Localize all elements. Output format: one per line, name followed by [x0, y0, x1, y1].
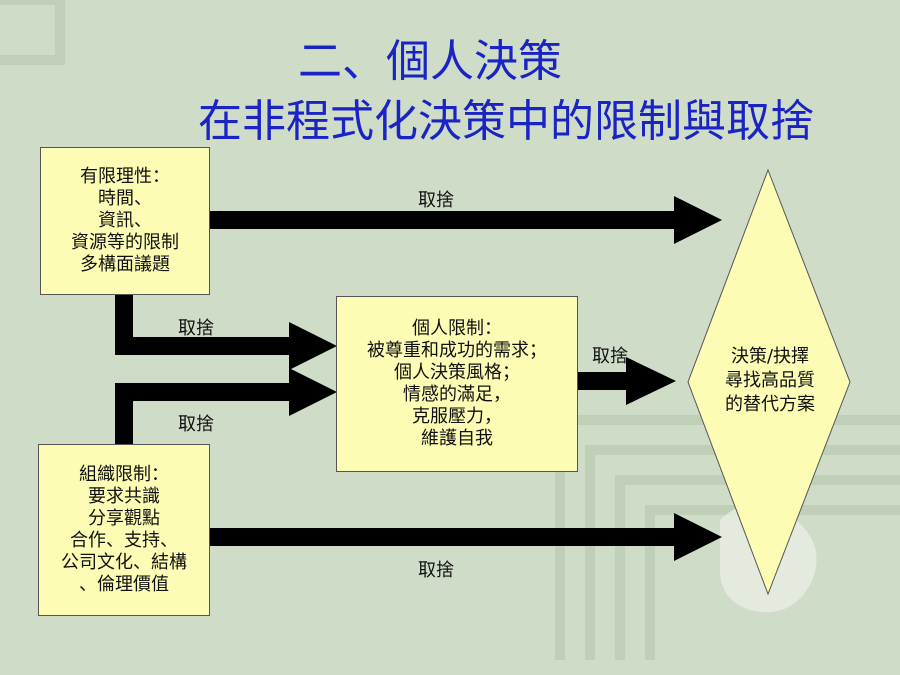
- box-line: 多構面議題: [80, 254, 170, 275]
- box-line: 資源等的限制: [71, 232, 179, 253]
- arrow-top: [210, 196, 722, 244]
- box-line: 時間、: [98, 188, 152, 209]
- arrow-upper-middle: [115, 295, 337, 370]
- decision-text: 決策/抉擇 尋找高品質 的替代方案: [700, 345, 840, 417]
- box-line: 被尊重和成功的需求；: [367, 340, 547, 361]
- bounded-rationality-box: 有限理性： 時間、 資訊、 資源等的限制 多構面議題: [40, 147, 210, 295]
- box-line: 克服壓力，: [412, 406, 502, 427]
- title-line-2: 在非程式化決策中的限制與取捨: [198, 96, 814, 147]
- box-line: 有限理性：: [80, 166, 170, 187]
- box-line: 資訊、: [98, 210, 152, 231]
- org-constraints-box: 組織限制： 要求共識 分享觀點 合作、支持、 公司文化、結構 、倫理價值: [38, 444, 210, 616]
- box-line: 要求共識: [88, 486, 160, 507]
- box-line: 組織限制：: [79, 464, 169, 485]
- box-line: 個人限制：: [412, 318, 502, 339]
- decision-line: 決策/抉擇: [730, 346, 810, 367]
- box-line: 合作、支持、: [70, 530, 178, 551]
- box-line: 情感的滿足，: [403, 384, 511, 405]
- title-line-1: 二、個人決策: [298, 36, 562, 87]
- arrow-label-right: 取捨: [592, 346, 628, 367]
- arrow-bottom: [210, 513, 722, 561]
- decision-line: 的替代方案: [725, 394, 815, 415]
- box-line: 維護自我: [421, 428, 493, 449]
- box-line: 、倫理價值: [79, 574, 169, 595]
- decision-line: 尋找高品質: [725, 370, 815, 391]
- arrow-label-upper-middle: 取捨: [178, 318, 214, 339]
- arrow-label-bottom: 取捨: [418, 560, 454, 581]
- box-line: 個人決策風格；: [394, 362, 520, 383]
- arrow-label-lower-middle: 取捨: [178, 414, 214, 435]
- box-line: 分享觀點: [88, 508, 160, 529]
- decision-diamond: [687, 168, 851, 596]
- arrow-right: [578, 357, 676, 405]
- arrow-lower-middle: [115, 368, 337, 445]
- personal-constraints-box: 個人限制： 被尊重和成功的需求； 個人決策風格； 情感的滿足， 克服壓力， 維護…: [336, 296, 578, 472]
- arrow-label-top: 取捨: [418, 190, 454, 211]
- box-line: 公司文化、結構: [61, 552, 187, 573]
